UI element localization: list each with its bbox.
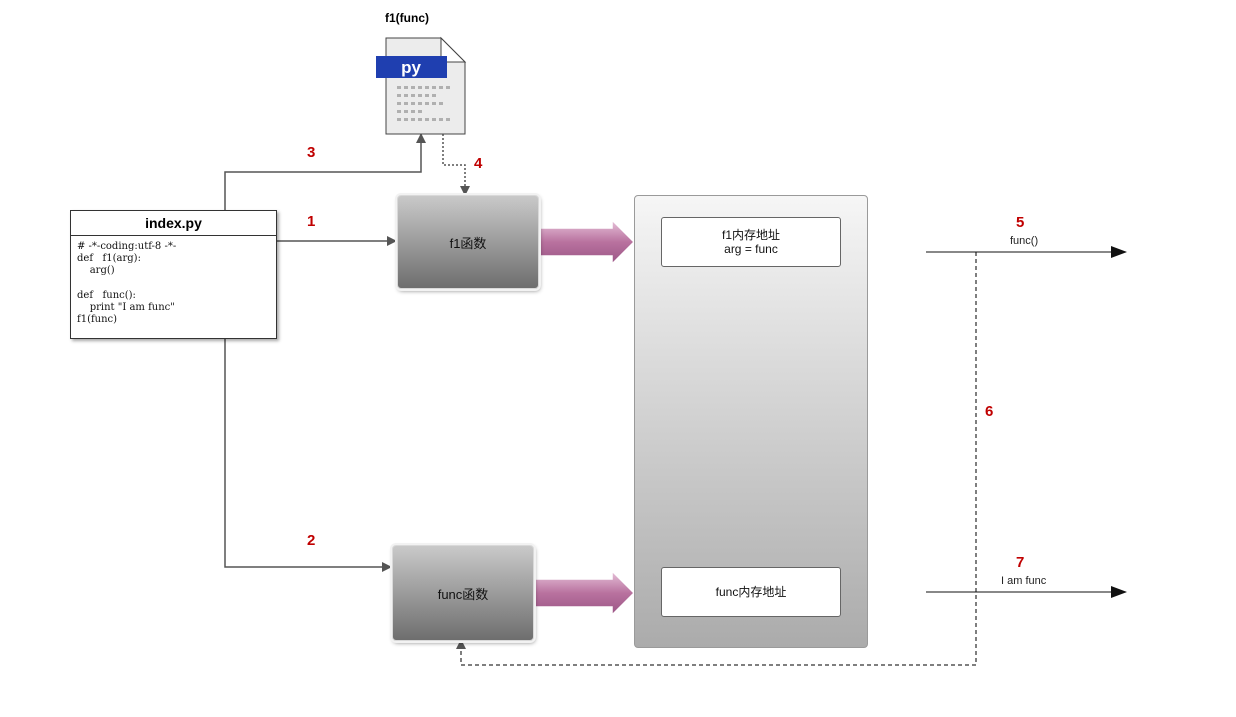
call-label: func(): [1010, 235, 1039, 247]
connector-file-to-f1: [442, 134, 470, 196]
step-1-label: 1: [307, 213, 316, 230]
code-box-title: index.py: [71, 211, 276, 236]
index-py-code-box: index.py # -*-coding:utf-8 -*- def f1(ar…: [70, 210, 277, 339]
func-memory-label: func内存地址: [715, 585, 787, 599]
func-function-label: func函数: [437, 586, 489, 602]
f1-to-memory-arrow: [538, 218, 636, 266]
func-function-box: func函数: [392, 545, 534, 641]
output-label: I am func: [1001, 575, 1047, 587]
step-7-label: 7: [1016, 554, 1025, 571]
memory-panel: f1内存地址 arg = func func内存地址: [634, 195, 868, 648]
f1-function-label: f1函数: [449, 235, 487, 251]
f1-memory-slot: f1内存地址 arg = func: [661, 217, 841, 267]
file-icon-title: f1(func): [385, 11, 429, 25]
connector-code-to-file: [224, 133, 426, 210]
step-6-label: 6: [985, 403, 994, 420]
func-to-memory-arrow: [533, 569, 636, 617]
connector-code-to-func: [224, 338, 392, 572]
step-2-label: 2: [307, 532, 316, 549]
python-file-badge: py: [401, 58, 421, 77]
f1-function-box: f1函数: [397, 195, 539, 289]
f1-memory-arg: arg = func: [724, 242, 778, 256]
step-5-label: 5: [1016, 214, 1025, 231]
code-box-source: # -*-coding:utf-8 -*- def f1(arg): arg()…: [77, 241, 177, 326]
step-4-label: 4: [474, 155, 483, 172]
python-file-icon: py: [376, 36, 467, 135]
connector-call-to-func: [456, 252, 977, 666]
func-memory-slot: func内存地址: [661, 567, 841, 617]
f1-memory-label: f1内存地址: [721, 228, 780, 242]
step-3-label: 3: [307, 144, 316, 161]
